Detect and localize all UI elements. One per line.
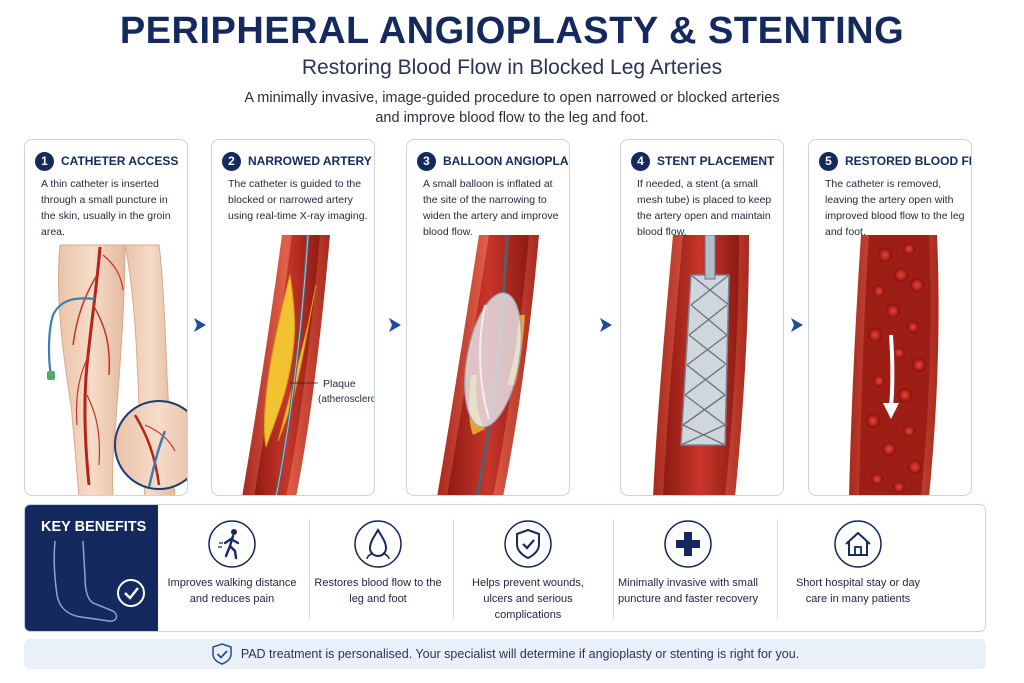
arrow-right-icon <box>600 318 612 332</box>
step-number: 3 <box>417 151 436 171</box>
step-title: CATHETER ACCESS <box>61 154 179 168</box>
benefit-item: Minimally invasive with small puncture a… <box>617 505 759 631</box>
footer-note: PAD treatment is personalised. Your spec… <box>24 639 986 669</box>
arrow-right-icon <box>194 318 206 332</box>
step-catheter-access: 1 CATHETER ACCESS A thin catheter is ins… <box>24 139 188 496</box>
benefit-text: Helps prevent wounds, ulcers and serious… <box>472 577 584 621</box>
divider <box>613 519 614 619</box>
blood-drop-icon <box>354 520 402 568</box>
step-stent-placement: 4 STENT PLACEMENT If needed, a stent (a … <box>620 139 784 496</box>
arrow-right-icon <box>389 318 401 332</box>
step-balloon-angioplasty: 3 BALLOON ANGIOPLASTY A small balloon is… <box>406 139 570 496</box>
benefit-item: Improves walking distance and reduces pa… <box>161 505 303 631</box>
medical-cross-icon <box>664 520 712 568</box>
benefit-text: Short hospital stay or day care in many … <box>795 577 921 605</box>
step-number: 1 <box>35 151 54 171</box>
benefit-text: Minimally invasive with small puncture a… <box>617 577 759 605</box>
divider <box>309 519 310 619</box>
step-restored-blood-flow: 5 RESTORED BLOOD FLOW The catheter is re… <box>808 139 972 496</box>
step-title: STENT PLACEMENT <box>657 154 775 168</box>
benefit-item: Short hospital stay or day care in many … <box>787 505 929 631</box>
intro-text: A minimally invasive, image-guided proce… <box>244 90 780 126</box>
step-number: 5 <box>819 151 838 171</box>
arrow-right-icon <box>791 318 803 332</box>
step-description: The catheter is guided to the blocked or… <box>228 178 368 222</box>
divider <box>453 519 454 619</box>
divider <box>777 519 778 619</box>
narrowed-artery-illustration <box>242 235 330 495</box>
house-icon <box>834 520 882 568</box>
step-narrowed-artery: 2 NARROWED ARTERY The catheter is guided… <box>211 139 375 496</box>
step-title: NARROWED ARTERY <box>248 154 372 168</box>
step-description: A thin catheter is inserted through a sm… <box>41 178 171 238</box>
benefit-text: Improves walking distance and reduces pa… <box>167 577 297 605</box>
key-benefits-title: KEY BENEFITS <box>41 519 147 535</box>
step-description: If needed, a stent (a small mesh tube) i… <box>637 178 772 238</box>
step-number: 4 <box>631 151 650 171</box>
key-benefits-header: KEY BENEFITS <box>25 505 158 631</box>
shield-check-icon <box>504 520 552 568</box>
stent-illustration <box>653 235 749 495</box>
benefit-item: Restores blood flow to the leg and foot <box>307 505 449 631</box>
step-title: BALLOON ANGIOPLASTY <box>443 154 569 168</box>
key-benefits-panel: KEY BENEFITS Improves walking distance a… <box>24 504 986 632</box>
plaque-label: Plaque <box>323 378 356 390</box>
foot-check-icon <box>53 541 145 622</box>
restored-artery-illustration <box>849 235 939 495</box>
plaque-sublabel: (atherosclerosis) <box>318 394 374 405</box>
benefit-text: Restores blood flow to the leg and foot <box>314 577 442 605</box>
footer-text: PAD treatment is personalised. Your spec… <box>240 647 800 661</box>
step-description: A small balloon is inflated at the site … <box>423 178 559 238</box>
benefit-item: Helps prevent wounds, ulcers and serious… <box>457 505 599 631</box>
shield-check-icon <box>212 643 232 665</box>
page-subtitle: Restoring Blood Flow in Blocked Leg Arte… <box>301 56 723 79</box>
step-title: RESTORED BLOOD FLOW <box>845 154 971 168</box>
balloon-illustration <box>437 235 539 495</box>
leg-illustration <box>47 244 187 495</box>
step-description: The catheter is removed, leaving the art… <box>825 178 965 238</box>
page-title: PERIPHERAL ANGIOPLASTY & STENTING <box>119 10 905 52</box>
step-number: 2 <box>222 151 241 171</box>
walking-person-icon <box>208 520 256 568</box>
